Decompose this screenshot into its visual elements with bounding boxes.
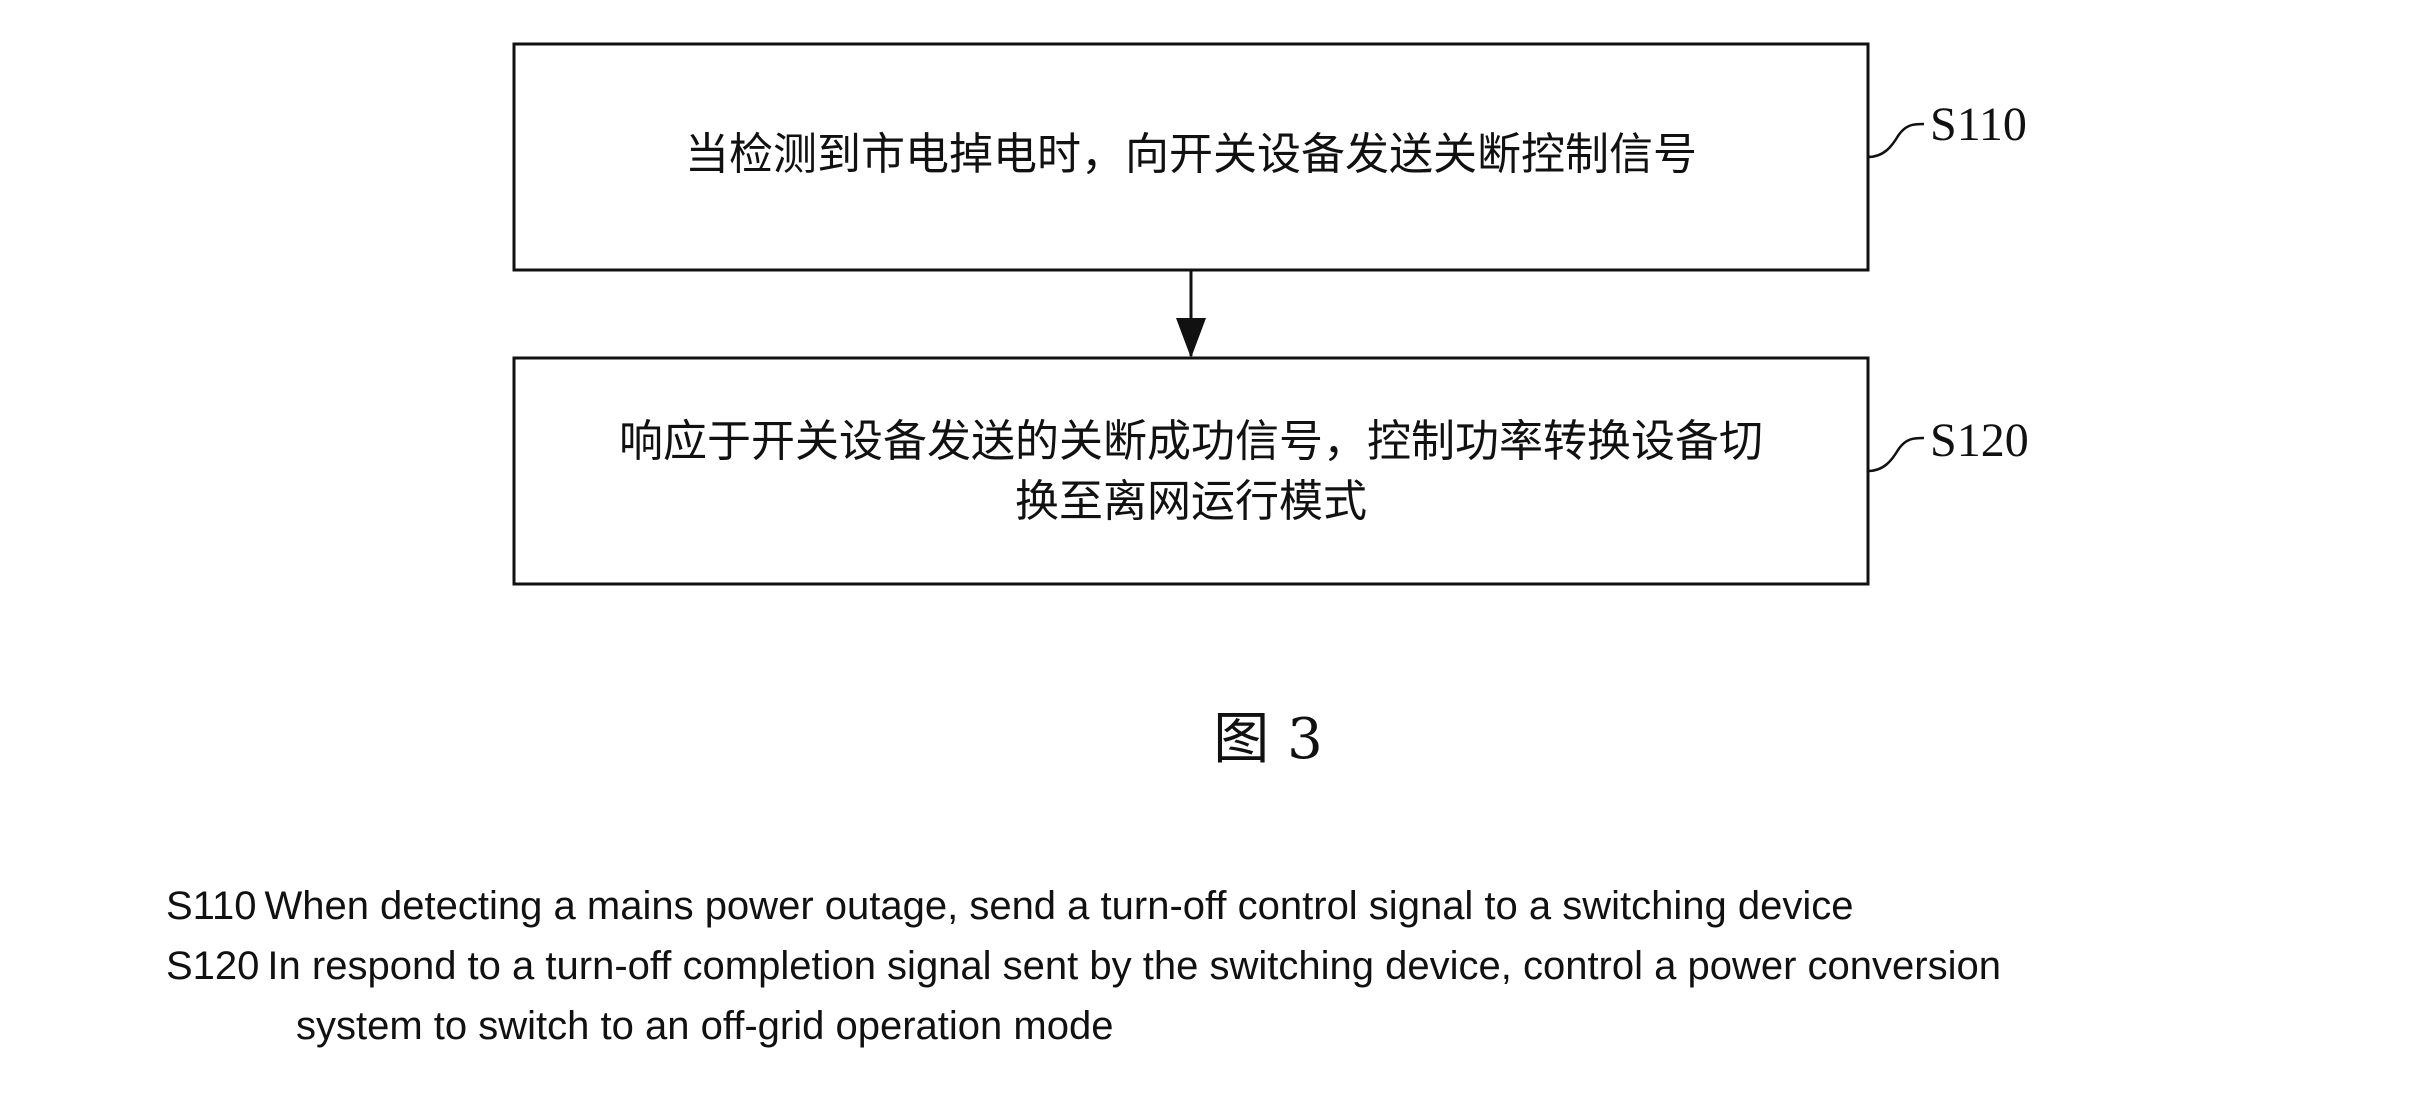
step-label: S120 — [1930, 414, 2029, 467]
translation-text: In respond to a turn-off completion sign… — [267, 944, 2001, 988]
step-text: 当检测到市电掉电时，向开关设备发送关断控制信号 — [685, 129, 1697, 180]
step-text-line-2: 换至离网运行模式 — [1015, 476, 1367, 527]
figure-caption: 图 3 — [1213, 707, 1322, 772]
leader-line — [1867, 436, 1925, 473]
translation-text: system to switch to an off-grid operatio… — [296, 1004, 1114, 1048]
translation-step-id: S110 — [166, 884, 257, 928]
step-s120: 响应于开关设备发送的关断成功信号，控制功率转换设备切 换至离网运行模式 S120 — [512, 356, 2029, 586]
step-text-line-1: 响应于开关设备发送的关断成功信号，控制功率转换设备切 — [619, 416, 1763, 467]
step-box — [512, 356, 1870, 586]
step-label: S110 — [1930, 98, 2027, 151]
arrowhead-icon — [1176, 318, 1206, 358]
step-box — [512, 42, 1870, 272]
step-s110: 当检测到市电掉电时，向开关设备发送关断控制信号 S110 — [512, 42, 2027, 272]
translation-step-id: S120 — [166, 944, 260, 988]
translation-text: When detecting a mains power outage, sen… — [264, 884, 1854, 928]
leader-line — [1867, 122, 1925, 159]
translation-s120-continued: system to switch to an off-grid operatio… — [166, 996, 2366, 1056]
